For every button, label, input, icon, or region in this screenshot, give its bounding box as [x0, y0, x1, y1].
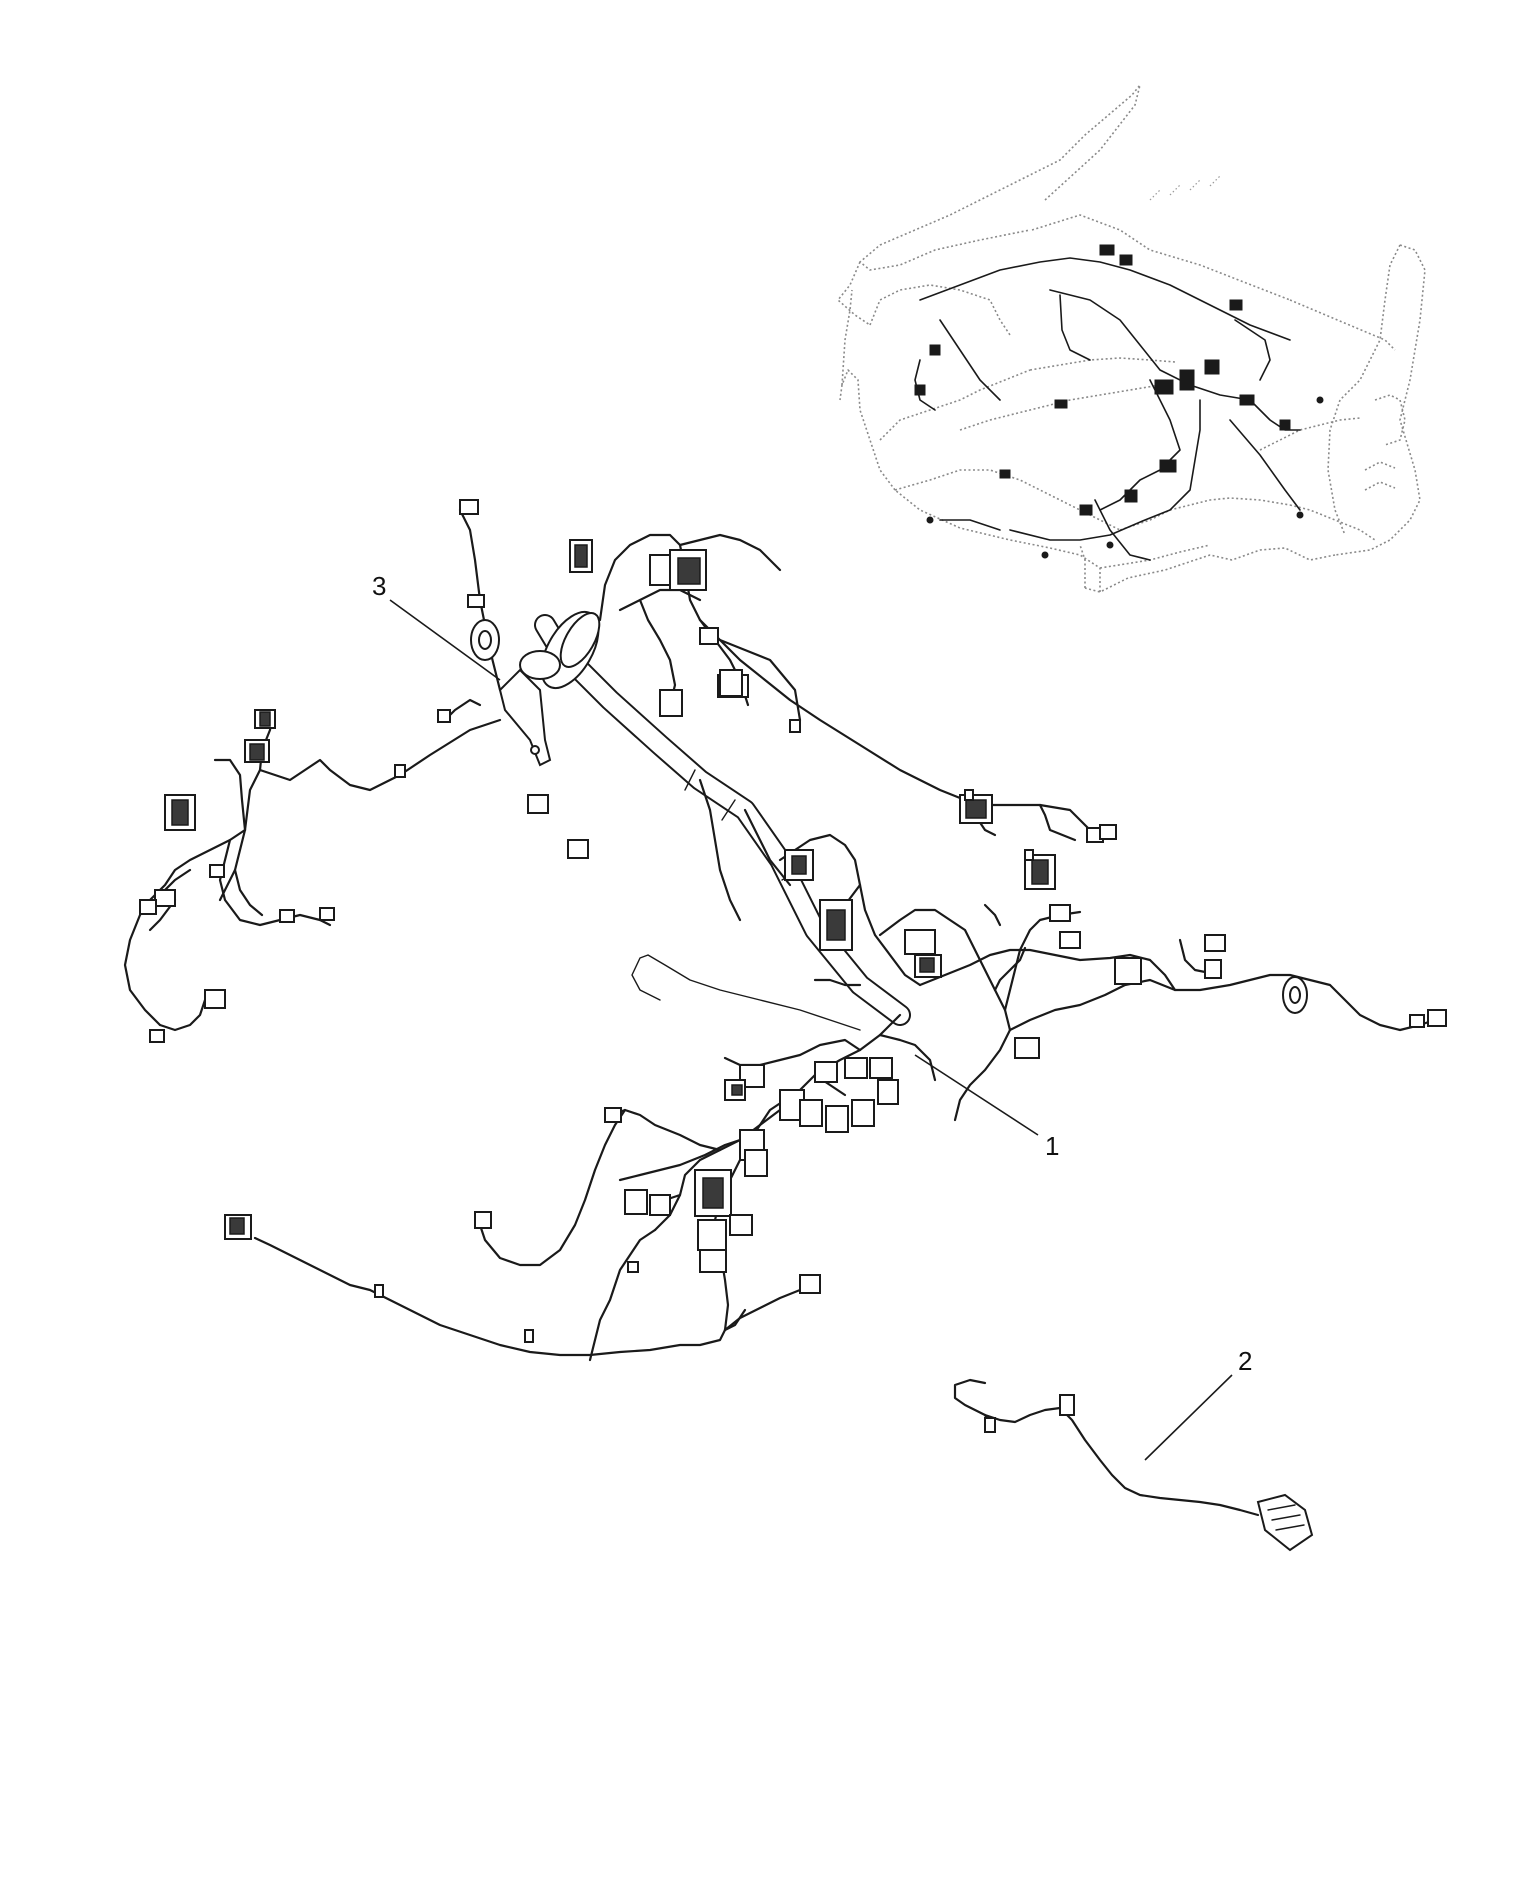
callout-3: 3 — [372, 571, 501, 681]
callout-1-label: 1 — [1045, 1131, 1059, 1161]
callout-2: 2 — [1144, 1346, 1252, 1461]
harness-connectors — [139, 499, 1447, 1294]
callout-1: 1 — [914, 1054, 1059, 1161]
vehicle-body-inset — [837, 84, 1426, 593]
callout-3-label: 3 — [372, 571, 386, 601]
main-wiring-harness — [123, 499, 1447, 1362]
jumper-harness — [953, 1378, 1314, 1552]
harness-bracket — [498, 668, 552, 767]
callout-2-label: 2 — [1238, 1346, 1252, 1376]
harness-clips — [374, 719, 1034, 1343]
